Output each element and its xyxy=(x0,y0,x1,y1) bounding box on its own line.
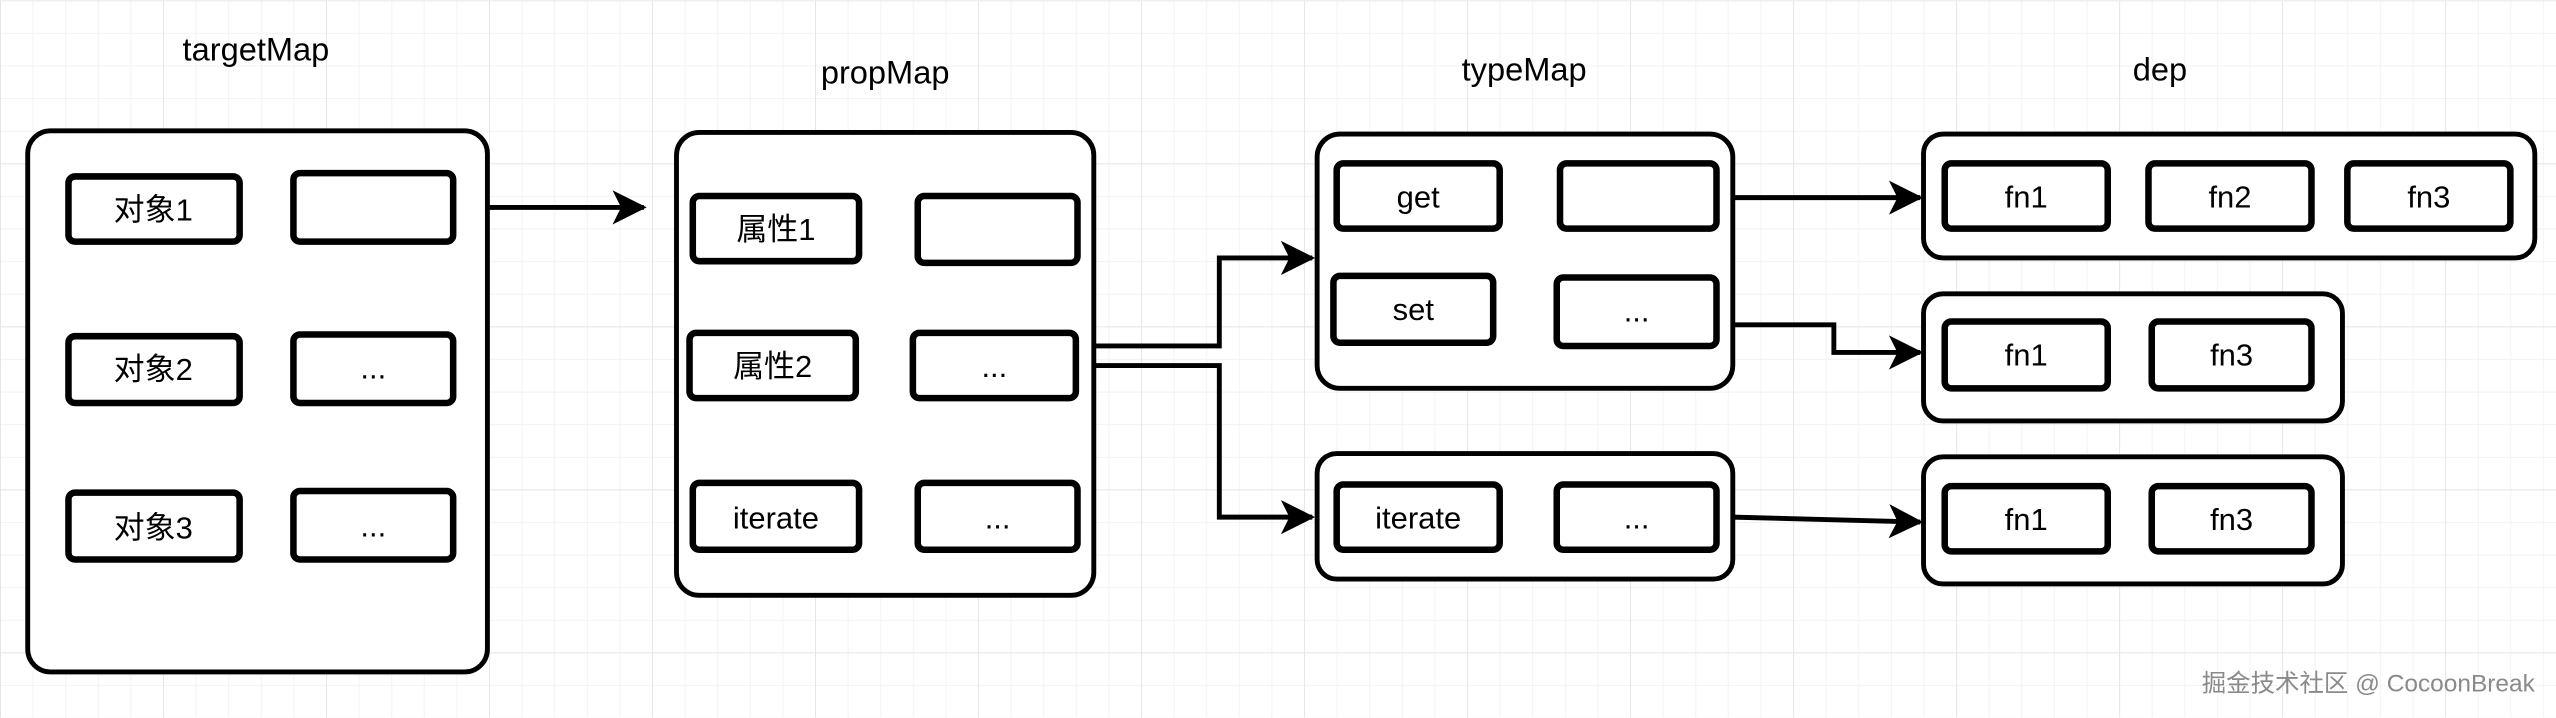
key-label: 对象2 xyxy=(114,352,193,387)
edge-prop-to-typemap2 xyxy=(1093,363,1316,535)
dep-fn-label: fn3 xyxy=(2210,502,2253,537)
prop-map-row: iterate ... xyxy=(689,479,1081,553)
prop-map-row: 属性1 xyxy=(689,192,1081,267)
prop-map-row: 属性2 ... xyxy=(686,329,1080,402)
type-map-box-1: get set ... xyxy=(1314,131,1736,391)
key-label: 属性1 xyxy=(736,212,815,247)
dep-fn-label: fn2 xyxy=(2208,179,2251,214)
key-label: set xyxy=(1393,292,1435,327)
title-dep: dep xyxy=(2133,50,2187,87)
dep-fn-label: fn1 xyxy=(2005,179,2048,214)
target-map-row: 对象3 ... xyxy=(65,487,457,563)
value-label: ... xyxy=(360,351,386,386)
value-label: ... xyxy=(1624,294,1650,329)
key-label: 属性2 xyxy=(733,349,812,384)
value-label: ... xyxy=(985,501,1011,536)
target-map-box: 对象1 对象2 ... 对象3 ... xyxy=(25,128,490,675)
title-target-map: targetMap xyxy=(183,31,330,68)
target-map-row: 对象1 xyxy=(65,169,457,245)
dep-box-3: fn1 fn3 xyxy=(1921,454,2345,587)
value-label: ... xyxy=(360,509,386,544)
watermark: 掘金技术社区 @ CocoonBreak xyxy=(2202,670,2536,698)
title-type-map: typeMap xyxy=(1462,50,1587,87)
value-label: ... xyxy=(1624,501,1650,536)
type-map-box-2: iterate ... xyxy=(1314,451,1736,582)
title-prop-map: propMap xyxy=(821,54,950,91)
dep-fn-label: fn1 xyxy=(2005,502,2048,537)
edge-set-to-dep2 xyxy=(1732,322,1924,370)
dep-fn-label: fn1 xyxy=(2005,338,2048,373)
key-label: 对象3 xyxy=(114,510,193,545)
type-map-row: get xyxy=(1333,160,1720,232)
key-label: get xyxy=(1397,179,1440,214)
type-map-row: iterate ... xyxy=(1333,481,1720,553)
key-label: 对象1 xyxy=(114,192,193,227)
edge-iterate-to-dep3 xyxy=(1732,504,1924,539)
dep-box-2: fn1 fn3 xyxy=(1921,291,2345,424)
target-map-row: 对象2 ... xyxy=(65,331,457,407)
dep-fn-label: fn3 xyxy=(2210,338,2253,373)
value-label: ... xyxy=(981,349,1007,384)
dep-fn-label: fn3 xyxy=(2407,179,2450,214)
type-map-row: set ... xyxy=(1330,272,1720,350)
key-label: iterate xyxy=(1375,501,1461,536)
dep-box-1: fn1 fn2 fn3 xyxy=(1921,131,2538,261)
key-label: iterate xyxy=(733,501,819,536)
prop-map-box: 属性1 属性2 ... iterate ... xyxy=(674,129,1097,598)
edge-prop-to-typemap1 xyxy=(1093,240,1316,349)
